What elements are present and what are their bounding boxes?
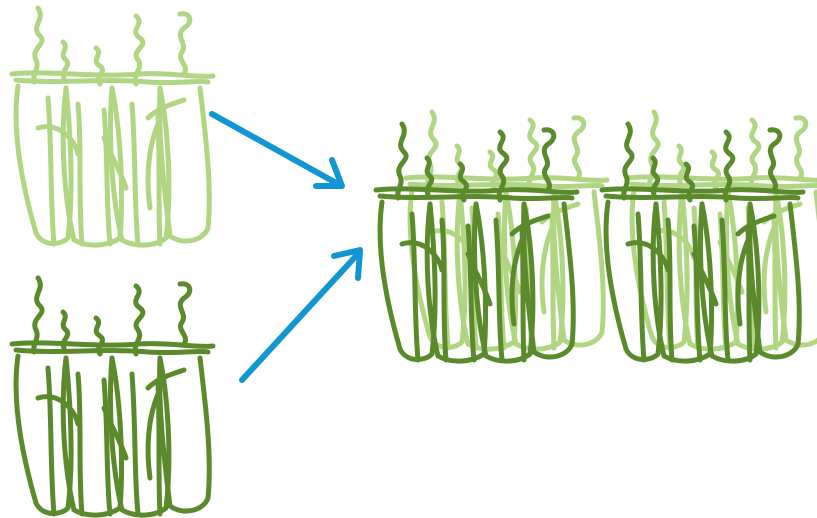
arrow-right-icon	[212, 114, 342, 186]
mixed-plant-cluster-left	[376, 112, 607, 361]
mixed-plant-cluster-right	[602, 112, 817, 361]
arrow-up-right-icon	[242, 250, 360, 380]
light-green-plant-cluster	[12, 8, 213, 245]
dark-green-plant-cluster	[12, 278, 213, 515]
